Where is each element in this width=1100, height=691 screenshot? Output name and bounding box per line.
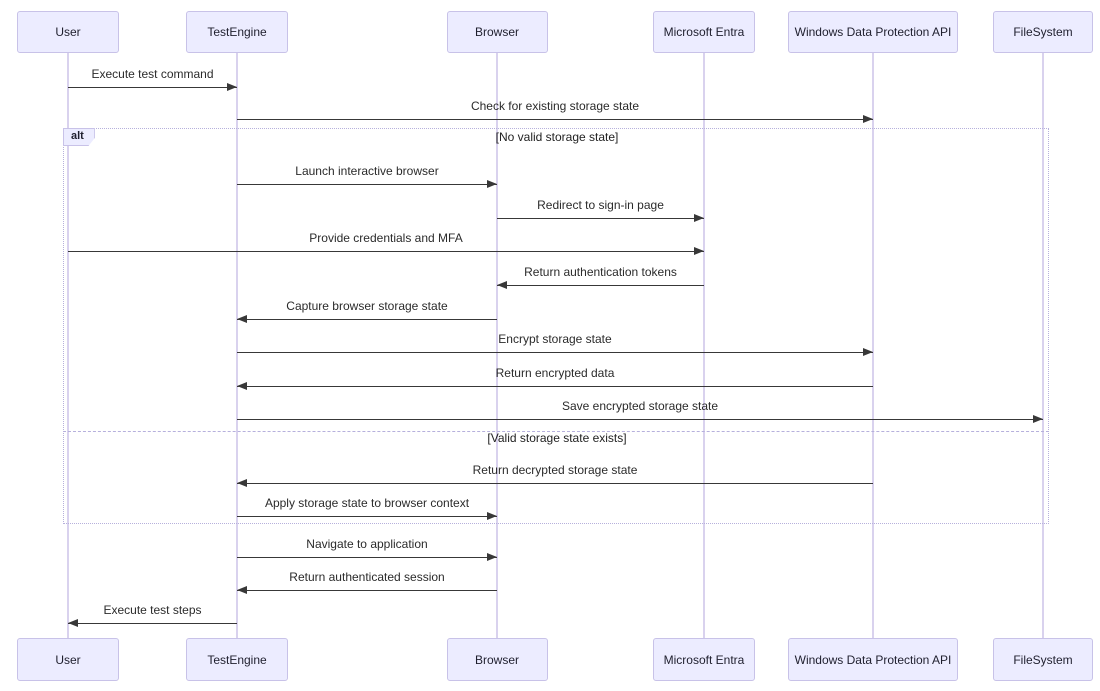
- message-label: Save encrypted storage state: [561, 399, 719, 413]
- arrowhead-icon: [863, 115, 873, 123]
- arrowhead-icon: [487, 553, 497, 561]
- lifeline-testengine: [236, 53, 238, 638]
- arrowhead-icon: [237, 382, 247, 390]
- arrowhead-icon: [487, 180, 497, 188]
- message-14: Execute test steps: [68, 603, 237, 629]
- arrowhead-icon: [694, 247, 704, 255]
- message-line: [68, 251, 704, 252]
- message-line: [497, 285, 704, 286]
- message-label: Provide credentials and MFA: [309, 231, 463, 245]
- arrowhead-icon: [1033, 415, 1043, 423]
- message-line: [237, 119, 873, 120]
- message-label: Apply storage state to browser context: [264, 496, 470, 510]
- alt-frame: alt: [63, 128, 1049, 524]
- message-1: Check for existing storage state: [237, 99, 873, 125]
- message-4: Provide credentials and MFA: [68, 231, 704, 257]
- arrowhead-icon: [863, 348, 873, 356]
- participant-browser-bottom: Browser: [446, 638, 548, 681]
- message-2: Launch interactive browser: [237, 164, 497, 190]
- participant-filesystem-top: FileSystem: [993, 11, 1093, 53]
- arrowhead-icon: [227, 83, 237, 91]
- alt-condition-no-valid-state: [No valid storage state]: [495, 130, 619, 144]
- arrowhead-icon: [68, 619, 78, 627]
- message-label: Return decrypted storage state: [472, 463, 638, 477]
- message-label: Navigate to application: [306, 537, 428, 551]
- message-13: Return authenticated session: [237, 570, 497, 596]
- message-label: Return authenticated session: [289, 570, 445, 584]
- participant-filesystem-bottom: FileSystem: [993, 638, 1093, 681]
- arrowhead-icon: [237, 586, 247, 594]
- participant-testengine-bottom: TestEngine: [186, 638, 288, 681]
- alt-frame-label: alt: [63, 128, 95, 146]
- message-3: Redirect to sign-in page: [497, 198, 704, 224]
- message-7: Encrypt storage state: [237, 332, 873, 358]
- message-line: [237, 557, 497, 558]
- message-8: Return encrypted data: [237, 366, 873, 392]
- participant-microsoft-entra-top: Microsoft Entra: [653, 11, 755, 53]
- message-line: [68, 87, 237, 88]
- arrowhead-icon: [487, 512, 497, 520]
- message-line: [237, 516, 497, 517]
- participant-windows-data-protection-api-top: Windows Data Protection API: [788, 11, 958, 53]
- alt-condition-valid-state: [Valid storage state exists]: [487, 431, 627, 445]
- message-label: Redirect to sign-in page: [537, 198, 664, 212]
- message-12: Navigate to application: [237, 537, 497, 563]
- message-line: [497, 218, 704, 219]
- message-line: [237, 419, 1043, 420]
- participant-microsoft-entra-bottom: Microsoft Entra: [653, 638, 755, 681]
- message-label: Launch interactive browser: [295, 164, 439, 178]
- lifeline-filesystem: [1042, 53, 1044, 638]
- arrowhead-icon: [237, 479, 247, 487]
- participant-windows-data-protection-api-bottom: Windows Data Protection API: [788, 638, 958, 681]
- message-label: Execute test steps: [103, 603, 202, 617]
- arrowhead-icon: [694, 214, 704, 222]
- message-label: Return authentication tokens: [524, 265, 677, 279]
- arrowhead-icon: [497, 281, 507, 289]
- message-line: [68, 623, 237, 624]
- arrowhead-icon: [237, 315, 247, 323]
- message-line: [237, 483, 873, 484]
- message-line: [237, 386, 873, 387]
- message-5: Return authentication tokens: [497, 265, 704, 291]
- message-label: Execute test command: [91, 67, 214, 81]
- participant-user-bottom: User: [17, 638, 119, 681]
- message-9: Save encrypted storage state: [237, 399, 1043, 425]
- message-10: Return decrypted storage state: [237, 463, 873, 489]
- message-label: Encrypt storage state: [498, 332, 612, 346]
- message-0: Execute test command: [68, 67, 237, 93]
- alt-frame-divider: [63, 431, 1049, 432]
- message-label: Capture browser storage state: [286, 299, 448, 313]
- message-line: [237, 590, 497, 591]
- message-label: Return encrypted data: [495, 366, 615, 380]
- message-11: Apply storage state to browser context: [237, 496, 497, 522]
- lifeline-windows-data-protection-api: [872, 53, 874, 638]
- participant-user-top: User: [17, 11, 119, 53]
- lifeline-user: [67, 53, 69, 638]
- message-label: Check for existing storage state: [470, 99, 640, 113]
- message-6: Capture browser storage state: [237, 299, 497, 325]
- message-line: [237, 319, 497, 320]
- participant-testengine-top: TestEngine: [186, 11, 288, 53]
- message-line: [237, 352, 873, 353]
- lifeline-microsoft-entra: [703, 53, 705, 638]
- participant-browser-top: Browser: [446, 11, 548, 53]
- lifeline-browser: [496, 53, 498, 638]
- message-line: [237, 184, 497, 185]
